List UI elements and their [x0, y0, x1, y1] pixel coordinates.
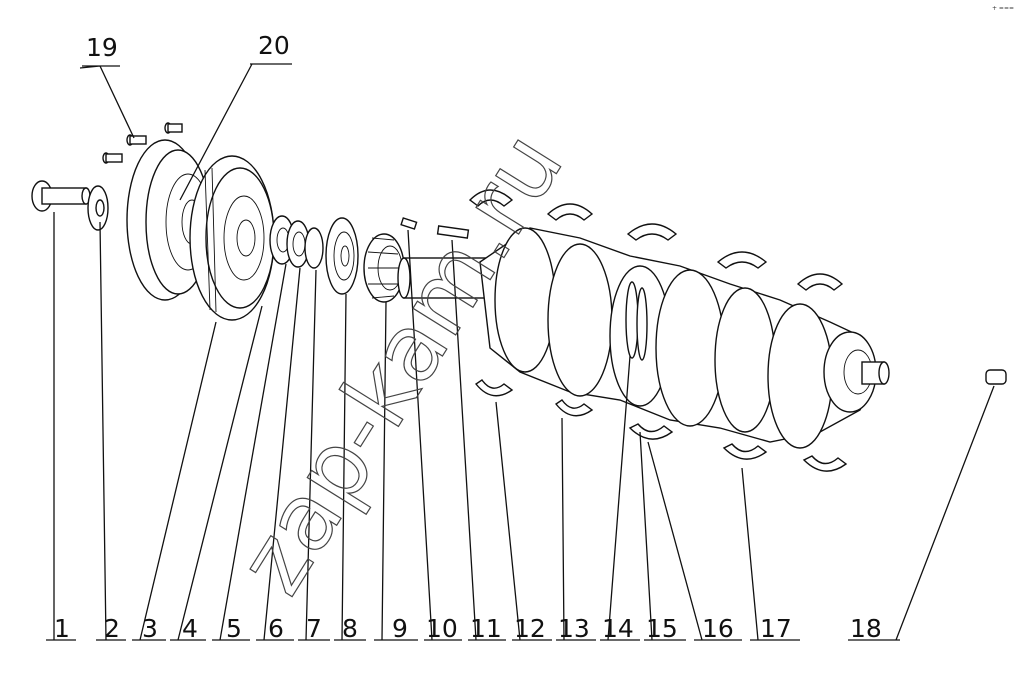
- part-19-bolts: [102, 122, 183, 164]
- thrust-washers: [625, 281, 648, 361]
- bearing-shells-lower: [474, 379, 848, 472]
- corner-mark: + ===: [992, 5, 1014, 12]
- callout-2: 2: [104, 614, 120, 643]
- callout-10: 10: [426, 614, 458, 643]
- callout-14: 14: [602, 614, 634, 643]
- part-10-key: [400, 217, 418, 230]
- part-7-gear: [325, 217, 359, 295]
- callout-5: 5: [226, 614, 242, 643]
- callout-9: 9: [392, 614, 408, 643]
- part-3-damper: [189, 155, 275, 321]
- callout-16: 16: [702, 614, 734, 643]
- callout-7: 7: [306, 614, 322, 643]
- callout-12: 12: [514, 614, 546, 643]
- callout-20: 20: [258, 31, 290, 60]
- part-8-gear: [363, 233, 405, 303]
- callout-4: 4: [182, 614, 198, 643]
- crankshaft-body: [479, 227, 890, 449]
- part-6-ring: [304, 227, 324, 269]
- bearing-shells-upper: [468, 189, 844, 291]
- callout-13: 13: [558, 614, 590, 643]
- part-9-shaft-nose: [397, 257, 487, 299]
- part-18-dowel: [985, 369, 1007, 385]
- callout-11: 11: [470, 614, 502, 643]
- callout-15: 15: [646, 614, 678, 643]
- callout-1: 1: [54, 614, 70, 643]
- callout-19: 19: [86, 33, 118, 62]
- callout-17: 17: [760, 614, 792, 643]
- callout-6: 6: [268, 614, 284, 643]
- parts-drawing: [31, 122, 1007, 472]
- part-2-washer: [87, 185, 109, 231]
- callout-3: 3: [142, 614, 158, 643]
- leader-lines: [46, 63, 995, 641]
- callout-labels: 1 2 3 4 5 6 7 8 9 10 11 12 13 14 15 16 1…: [54, 31, 882, 643]
- part-11-key: [436, 225, 470, 239]
- callout-18: 18: [850, 614, 882, 643]
- callout-8: 8: [342, 614, 358, 643]
- part-1-bolt: [31, 180, 91, 212]
